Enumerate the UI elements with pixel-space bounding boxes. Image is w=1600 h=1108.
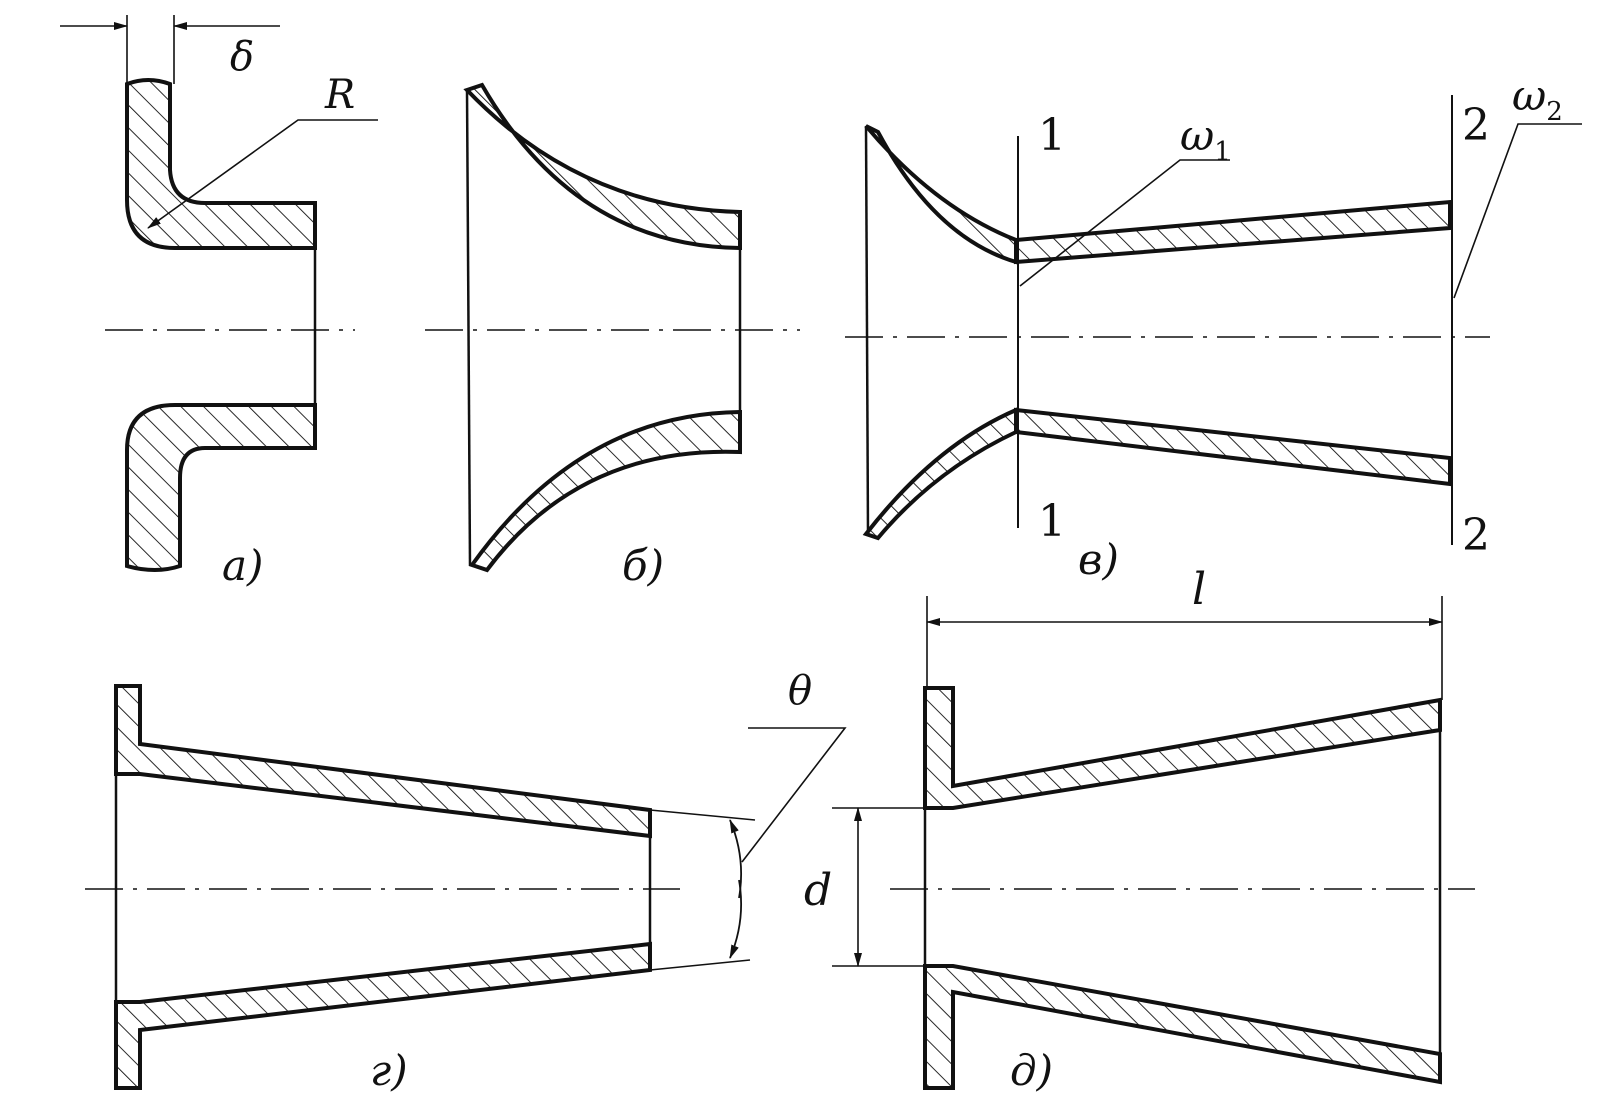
section-1-bottom-label: 1 [1038,496,1066,547]
diameter-label: d [804,865,832,916]
figure-g-lower-wall [114,941,652,1090]
figure-a-caption: а) [222,541,263,590]
figure-d-lower-wall [923,964,1442,1090]
figure-v-lower-inlet-wall [862,406,1018,541]
figure-b: б) [425,82,800,590]
figure-b-lower-wall [468,409,742,573]
length-label: l [1192,564,1206,615]
figure-v-inlet-line [864,125,870,537]
figure-b-inlet-line [465,89,472,567]
figure-v-lower-diffuser-wall [1014,407,1452,487]
figure-a: δ R а) [60,15,378,590]
figure-d-upper-wall [923,686,1442,810]
theta-ext-upper [649,809,756,821]
omega1-leader [1019,159,1230,287]
omega1-label: ω1 [1180,111,1231,167]
figure-g-upper-wall [114,684,652,839]
figure-v-upper-diffuser-wall [1014,199,1452,265]
omega2-subscript: 2 [1546,97,1563,127]
figure-v-caption: в) [1078,535,1119,584]
figure-a-lower-wall [125,403,317,572]
figure-v-upper-inlet-wall [864,124,1018,265]
omega2-symbol: ω [1512,71,1546,120]
omega1-subscript: 1 [1214,137,1231,167]
figure-g-caption: г) [370,1046,408,1095]
figure-d-caption: д) [1010,1046,1053,1095]
figure-d: l d д) [804,564,1475,1095]
omega1-symbol: ω [1180,111,1214,160]
theta-arc-bottom [729,879,743,959]
figure-g: θ г) [85,668,847,1095]
section-2-bottom-label: 2 [1462,510,1490,561]
omega2-label: ω2 [1512,71,1563,127]
radius-leader [147,119,378,229]
theta-ext-lower [649,959,751,971]
radius-label: R [324,72,355,118]
figure-v: 1 1 2 2 ω1 ω2 в) [845,71,1582,584]
section-1-top-label: 1 [1038,110,1066,161]
figure-b-upper-wall [463,82,742,251]
figure-a-upper-wall [125,78,317,250]
delta-label: δ [230,34,254,80]
section-2-top-label: 2 [1462,100,1490,151]
omega2-leader [1453,123,1582,299]
theta-leader [741,727,847,863]
figure-b-caption: б) [622,541,664,590]
theta-label: θ [788,668,812,714]
